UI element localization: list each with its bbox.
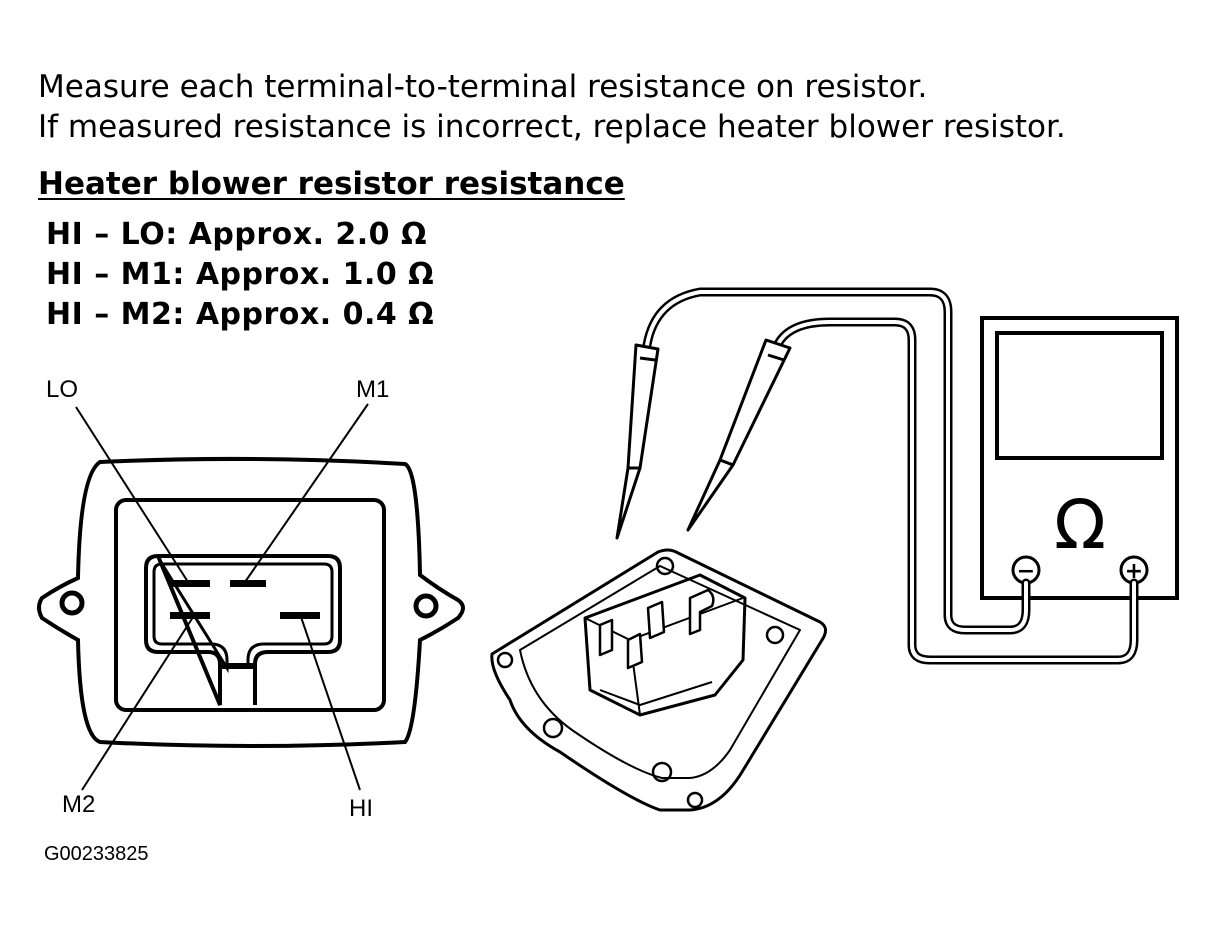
ohm-symbol-icon: Ω bbox=[1054, 486, 1106, 565]
resistor-hole-front-2 bbox=[686, 791, 704, 809]
label-m1: M1 bbox=[356, 376, 389, 403]
resistor-hole-right bbox=[765, 625, 785, 645]
instruction-line-2: If measured resistance is incorrect, rep… bbox=[38, 109, 1066, 145]
resistor-hole-bottom bbox=[542, 717, 564, 739]
resistor-terminal-3 bbox=[646, 600, 666, 640]
leader-hi bbox=[299, 613, 361, 791]
resistor-hole-left bbox=[496, 651, 514, 669]
meter-display bbox=[995, 331, 1164, 460]
leader-lines bbox=[75, 403, 369, 791]
leader-m1 bbox=[244, 403, 369, 583]
leader-lo bbox=[75, 406, 189, 583]
section-heading: Heater blower resistor resistance bbox=[38, 166, 625, 202]
resistor-flange bbox=[490, 548, 827, 812]
label-lo: LO bbox=[46, 376, 78, 403]
terminal-slots bbox=[170, 580, 320, 619]
figure-id: G00233825 bbox=[44, 843, 149, 865]
resistor-housing-block bbox=[583, 573, 747, 717]
resistor-terminal-2 bbox=[626, 632, 644, 670]
mount-hole-right bbox=[413, 593, 439, 619]
ohmmeter: Ω − + bbox=[980, 316, 1179, 600]
connector-outer-flange bbox=[37, 456, 465, 748]
probe-left bbox=[615, 343, 660, 540]
meter-body bbox=[980, 316, 1179, 600]
label-m2: M2 bbox=[62, 791, 95, 818]
resistor-connector-face bbox=[37, 456, 465, 748]
label-hi: HI bbox=[349, 795, 373, 822]
terminal-slot-m1 bbox=[230, 580, 266, 587]
resistor-terminal-1 bbox=[598, 618, 614, 657]
resistor-terminal-4 bbox=[688, 588, 715, 636]
spec-hi-m1: HI – M1: Approx. 1.0 Ω bbox=[46, 257, 435, 292]
spec-hi-lo: HI – LO: Approx. 2.0 Ω bbox=[46, 217, 428, 252]
resistor-flange-inner bbox=[519, 565, 801, 779]
pos-sign-icon: + bbox=[1125, 559, 1143, 584]
probe-right bbox=[686, 338, 792, 532]
connector-housing-inner bbox=[152, 562, 334, 674]
neg-sign-icon: − bbox=[1017, 559, 1035, 584]
resistor-hole-top bbox=[655, 556, 675, 576]
lead-wire-negative bbox=[642, 287, 1031, 635]
mount-hole-left bbox=[59, 590, 85, 616]
leader-m2 bbox=[81, 613, 196, 791]
spec-hi-m2: HI – M2: Approx. 0.4 Ω bbox=[46, 297, 435, 332]
connector-inner-frame bbox=[114, 498, 386, 712]
terminal-slot-m2 bbox=[170, 612, 210, 619]
terminal-slot-lo bbox=[170, 580, 210, 587]
test-leads bbox=[642, 287, 1139, 665]
connector-housing-outer bbox=[144, 553, 342, 706]
blower-resistor-unit bbox=[490, 548, 827, 812]
instruction-line-1: Measure each terminal-to-terminal resist… bbox=[38, 69, 928, 105]
resistor-hole-front bbox=[651, 761, 673, 783]
